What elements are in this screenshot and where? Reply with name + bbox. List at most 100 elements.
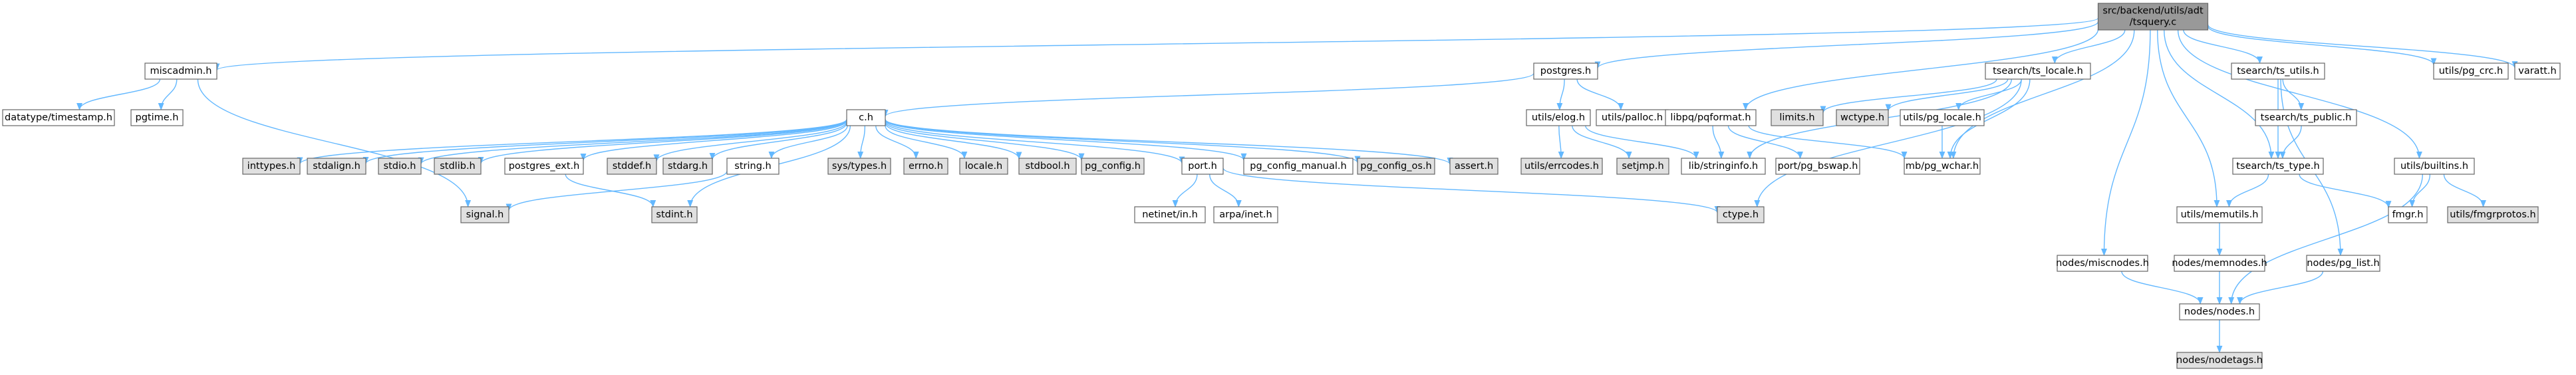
node-port[interactable]: port.h xyxy=(1181,158,1224,175)
node-miscnodes[interactable]: nodes/miscnodes.h xyxy=(2056,255,2149,272)
edge-elog-to-setjmp xyxy=(1572,125,1632,160)
node-box-tstype xyxy=(2232,158,2324,175)
edge-ch-to-string xyxy=(768,125,848,160)
node-label-pqformat: libpq/pqformat.h xyxy=(1670,112,1751,123)
node-pglocale[interactable]: utils/pg_locale.h xyxy=(1900,109,1985,126)
node-box-string xyxy=(726,158,780,175)
edge-tspublic-to-tstype xyxy=(2279,125,2302,160)
edge-ch-to-postgresext xyxy=(580,120,847,162)
node-box-memutils xyxy=(2176,206,2263,223)
node-box-stdlib xyxy=(434,158,482,175)
node-string[interactable]: string.h xyxy=(726,158,780,175)
node-inttypes[interactable]: inttypes.h xyxy=(242,158,301,175)
node-label-assert: assert.h xyxy=(1455,161,1493,172)
edge-elog-to-stringinfo xyxy=(1585,125,1699,160)
node-box-postgresext xyxy=(504,158,584,175)
node-tslocale[interactable]: tsearch/ts_locale.h xyxy=(1985,62,2091,80)
edge-ch-to-stdlib xyxy=(478,120,847,164)
node-limits[interactable]: limits.h xyxy=(1771,109,1824,126)
node-fmgrprotos[interactable]: utils/fmgrprotos.h xyxy=(2447,206,2539,223)
node-nodetags[interactable]: nodes/nodetags.h xyxy=(2176,352,2263,369)
node-label-nodes: nodes/nodes.h xyxy=(2184,307,2255,317)
node-pgconfig[interactable]: pg_config.h xyxy=(1081,158,1145,175)
node-tstype[interactable]: tsearch/ts_type.h xyxy=(2232,158,2324,175)
node-setjmp[interactable]: setjmp.h xyxy=(1616,158,1669,175)
node-label-miscadmin: miscadmin.h xyxy=(150,66,212,76)
node-postgresext[interactable]: postgres_ext.h xyxy=(504,158,584,175)
node-pgbswap[interactable]: port/pg_bswap.h xyxy=(1775,158,1860,175)
node-varatt[interactable]: varatt.h xyxy=(2514,62,2561,80)
node-label-stdarg: stdarg.h xyxy=(668,161,708,172)
node-pgcrc[interactable]: utils/pg_crc.h xyxy=(2433,62,2509,80)
node-arpainet[interactable]: arpa/inet.h xyxy=(1213,206,1278,223)
node-elog[interactable]: utils/elog.h xyxy=(1526,109,1591,126)
node-label-dttimestamp: datatype/timestamp.h xyxy=(5,112,112,123)
node-memnodes[interactable]: nodes/memnodes.h xyxy=(2172,255,2267,272)
node-errno[interactable]: errno.h xyxy=(903,158,948,175)
node-dttimestamp[interactable]: datatype/timestamp.h xyxy=(2,109,115,126)
node-systypes[interactable]: sys/types.h xyxy=(827,158,891,175)
node-label-tslocale: tsearch/ts_locale.h xyxy=(1993,66,2083,76)
edge-string-to-signal xyxy=(505,170,728,211)
node-label-fmgrprotos: utils/fmgrprotos.h xyxy=(2450,209,2535,220)
node-box-stringinfo xyxy=(1681,158,1766,175)
node-box-pgconfig xyxy=(1081,158,1145,175)
node-pgconfigos[interactable]: pg_config_os.h xyxy=(1357,158,1435,175)
node-label-miscnodes: nodes/miscnodes.h xyxy=(2056,258,2149,269)
node-pgtime[interactable]: pgtime.h xyxy=(130,109,184,126)
edge-ch-to-inttypes xyxy=(297,118,847,165)
node-label-pgwchar: mb/pg_wchar.h xyxy=(1906,161,1979,172)
node-miscadmin[interactable]: miscadmin.h xyxy=(144,62,217,80)
edge-ch-to-systypes xyxy=(857,125,866,160)
node-label-pgconfigmanual: pg_config_manual.h xyxy=(1250,161,1346,172)
node-nodes[interactable]: nodes/nodes.h xyxy=(2179,303,2260,320)
node-locale[interactable]: locale.h xyxy=(959,158,1008,175)
node-pglist[interactable]: nodes/pg_list.h xyxy=(2306,255,2380,272)
node-netinet[interactable]: netinet/in.h xyxy=(1134,206,1206,223)
node-stringinfo[interactable]: lib/stringinfo.h xyxy=(1681,158,1766,175)
node-label-postgres: postgres.h xyxy=(1540,66,1591,76)
edge-tslocale-to-pgwchar xyxy=(1947,78,2031,160)
node-box-tsutils xyxy=(2231,62,2325,80)
node-box-pgcrc xyxy=(2433,62,2509,80)
node-label-tsutils: tsearch/ts_utils.h xyxy=(2237,66,2319,76)
node-stdbool[interactable]: stdbool.h xyxy=(1018,158,1077,175)
node-postgres[interactable]: postgres.h xyxy=(1533,62,1598,80)
node-tsutils[interactable]: tsearch/ts_utils.h xyxy=(2231,62,2325,80)
node-stdarg[interactable]: stdarg.h xyxy=(662,158,713,175)
node-label-ch: c.h xyxy=(859,112,873,123)
node-label-pgconfig: pg_config.h xyxy=(1085,161,1141,172)
node-box-locale xyxy=(959,158,1008,175)
node-box-varatt xyxy=(2514,62,2561,80)
node-palloc[interactable]: utils/palloc.h xyxy=(1596,109,1669,126)
node-stdint[interactable]: stdint.h xyxy=(651,206,698,223)
node-ctype[interactable]: ctype.h xyxy=(1717,206,1765,223)
node-pgwchar[interactable]: mb/pg_wchar.h xyxy=(1904,158,1981,175)
node-wctype[interactable]: wctype.h xyxy=(1836,109,1889,126)
node-errcodes[interactable]: utils/errcodes.h xyxy=(1520,158,1603,175)
edge-root-to-tstype xyxy=(2164,29,2275,160)
node-label-varatt: varatt.h xyxy=(2518,66,2556,76)
node-pqformat[interactable]: libpq/pqformat.h xyxy=(1665,109,1757,126)
node-stdlib[interactable]: stdlib.h xyxy=(434,158,482,175)
node-box-pqformat xyxy=(1665,109,1757,126)
node-assert[interactable]: assert.h xyxy=(1449,158,1499,175)
node-pgconfigmanual[interactable]: pg_config_manual.h xyxy=(1243,158,1354,175)
node-stdio[interactable]: stdio.h xyxy=(378,158,422,175)
node-ch[interactable]: c.h xyxy=(846,109,886,126)
node-builtins[interactable]: utils/builtins.h xyxy=(2394,158,2475,175)
node-label-pgbswap: port/pg_bswap.h xyxy=(1778,161,1858,172)
node-stddef[interactable]: stddef.h xyxy=(607,158,657,175)
edge-ch-to-pgconfigmanual xyxy=(885,119,1247,161)
node-box-errcodes xyxy=(1520,158,1603,175)
node-memutils[interactable]: utils/memutils.h xyxy=(2176,206,2263,223)
node-tspublic[interactable]: tsearch/ts_public.h xyxy=(2255,109,2357,126)
node-root[interactable]: src/backend/utils/adt/tsquery.c xyxy=(2097,3,2209,31)
node-signal[interactable]: signal.h xyxy=(460,206,509,223)
node-label-ctype: ctype.h xyxy=(1723,209,1759,220)
node-stdalign[interactable]: stdalign.h xyxy=(307,158,366,175)
node-box-memnodes xyxy=(2174,255,2265,272)
edge-postgres-to-elog xyxy=(1556,78,1565,111)
node-fmgr[interactable]: fmgr.h xyxy=(2388,206,2428,223)
edge-tslocale-to-pglocale xyxy=(1955,78,2023,111)
